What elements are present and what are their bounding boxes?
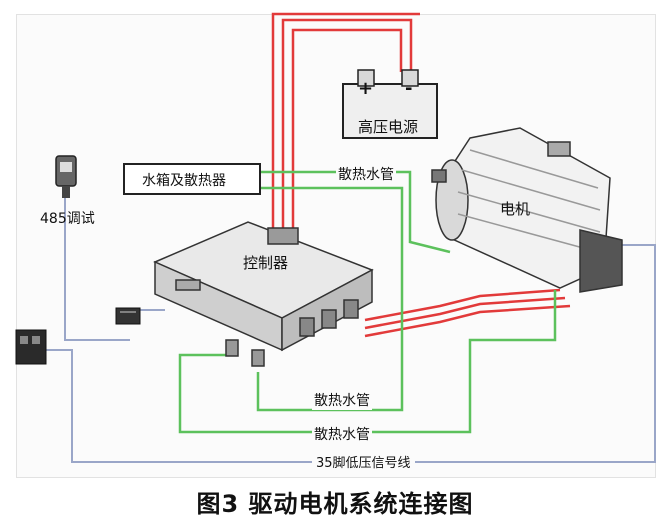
controller-label: 控制器 <box>243 254 289 272</box>
signal-plug-icon <box>115 307 141 325</box>
battery-label: 高压电源 <box>358 118 419 136</box>
battery-minus-label: - <box>405 78 413 99</box>
radiator-label: 水箱及散热器 <box>142 173 226 189</box>
figure-caption: 图3 驱动电机系统连接图 <box>196 490 474 518</box>
motor-unit <box>431 127 623 293</box>
signal-line-label: 35脚低压信号线 <box>312 452 415 471</box>
motor-label: 电机 <box>500 200 531 218</box>
radiator-box <box>123 163 261 195</box>
coolant-pipes <box>178 170 557 434</box>
debug-label: 485调试 <box>40 211 95 227</box>
coolant-pipe-label-top: 散热水管 <box>336 164 396 184</box>
controller-unit <box>153 221 374 367</box>
debug-connector-icon <box>55 155 77 198</box>
coolant-pipe-label-bottom: 散热水管 <box>312 424 372 444</box>
low-voltage-connector-icon <box>15 329 47 365</box>
coolant-pipe-label-mid: 散热水管 <box>312 390 372 410</box>
battery-icon <box>342 69 438 139</box>
battery-plus-label: + <box>358 78 374 99</box>
